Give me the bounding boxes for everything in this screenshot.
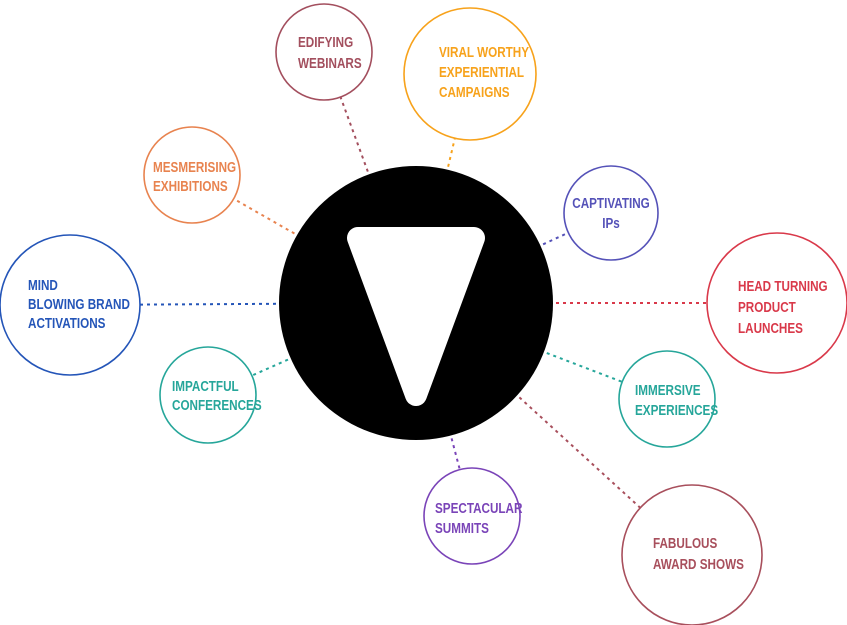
node-impactful-conferences: IMPACTFUL CONFERENCES bbox=[159, 346, 262, 444]
captivating-ips-label-line: CAPTIVATING bbox=[572, 195, 649, 212]
viral-campaigns-label-line: CAMPAIGNS bbox=[439, 84, 510, 101]
service-nodes: EDIFYING WEBINARS VIRAL WORTHY EXPERIENTIAL… bbox=[0, 3, 847, 625]
node-immersive-experiences: IMMERSIVE EXPERIENCES bbox=[618, 350, 718, 448]
node-brand-activations: MIND BLOWING BRAND ACTIVATIONS bbox=[0, 234, 141, 376]
impactful-conferences-label-line: IMPACTFUL bbox=[172, 378, 239, 395]
impactful-conferences-label-line: CONFERENCES bbox=[172, 397, 262, 414]
award-shows-circle bbox=[621, 484, 763, 625]
node-viral-campaigns: VIRAL WORTHY EXPERIENTIAL CAMPAIGNS bbox=[403, 7, 537, 141]
edifying-webinars-circle bbox=[275, 3, 373, 101]
immersive-experiences-label-line: EXPERIENCES bbox=[635, 402, 718, 419]
spectacular-summits-label-line: SUMMITS bbox=[435, 520, 489, 537]
node-award-shows: FABULOUS AWARD SHOWS bbox=[621, 484, 763, 625]
captivating-ips-circle bbox=[563, 165, 659, 261]
node-edifying-webinars: EDIFYING WEBINARS bbox=[275, 3, 373, 101]
mesmerising-exhibitions-label-line: MESMERISING bbox=[153, 159, 236, 176]
product-launches-label-line: HEAD TURNING bbox=[738, 278, 828, 295]
edifying-webinars-label-line: WEBINARS bbox=[298, 55, 362, 72]
immersive-experiences-label-line: IMMERSIVE bbox=[635, 382, 701, 399]
node-captivating-ips: CAPTIVATING IPs bbox=[563, 165, 659, 261]
impactful-conferences-circle bbox=[159, 346, 257, 444]
spectacular-summits-label-line: SPECTACULAR bbox=[435, 500, 523, 517]
node-mesmerising-exhibitions: MESMERISING EXHIBITIONS bbox=[143, 126, 241, 224]
brand-activations-circle bbox=[0, 234, 141, 376]
viral-campaigns-label-line: EXPERIENTIAL bbox=[439, 64, 524, 81]
mesmerising-exhibitions-circle bbox=[143, 126, 241, 224]
viral-campaigns-circle bbox=[403, 7, 537, 141]
brand-activations-label-line: ACTIVATIONS bbox=[28, 315, 106, 332]
node-product-launches: HEAD TURNING PRODUCT LAUNCHES bbox=[706, 232, 847, 374]
viral-campaigns-label-line: VIRAL WORTHY bbox=[439, 44, 529, 61]
node-spectacular-summits: SPECTACULAR SUMMITS bbox=[423, 467, 523, 565]
triangle-logo-icon bbox=[347, 227, 485, 406]
brand-activations-label-line: MIND bbox=[28, 277, 58, 294]
captivating-ips-label-line: IPs bbox=[602, 215, 620, 232]
spectacular-summits-circle bbox=[423, 467, 521, 565]
immersive-experiences-circle bbox=[618, 350, 716, 448]
product-launches-label-line: LAUNCHES bbox=[738, 320, 803, 337]
hub bbox=[279, 166, 553, 440]
edifying-webinars-label-line: EDIFYING bbox=[298, 34, 353, 51]
mesmerising-exhibitions-label-line: EXHIBITIONS bbox=[153, 178, 228, 195]
product-launches-circle bbox=[706, 232, 847, 374]
award-shows-label-line: AWARD SHOWS bbox=[653, 556, 744, 573]
product-launches-label-line: PRODUCT bbox=[738, 299, 796, 316]
brand-activations-label-line: BLOWING BRAND bbox=[28, 296, 130, 313]
award-shows-label-line: FABULOUS bbox=[653, 535, 717, 552]
